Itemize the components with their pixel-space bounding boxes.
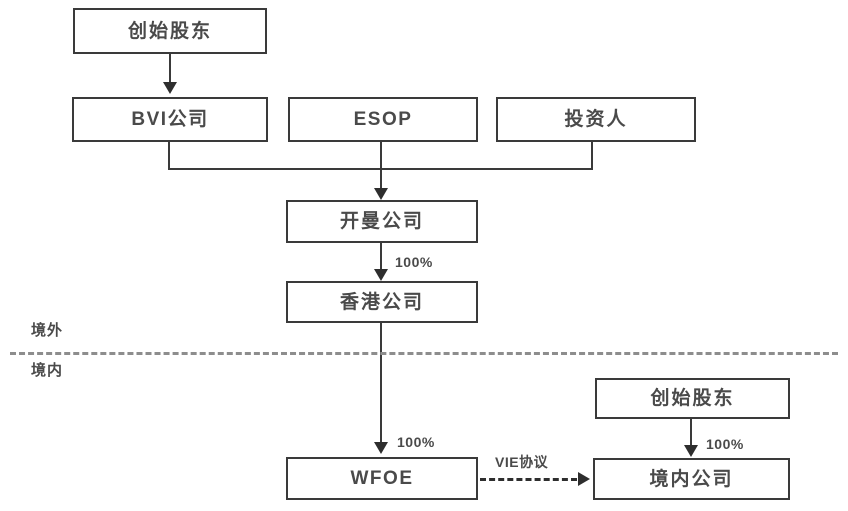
node-founder-bottom-label: 创始股东 xyxy=(650,388,735,409)
edge-label-vie-agreement: VIE协议 xyxy=(495,454,549,470)
node-hongkong-label: 香港公司 xyxy=(339,291,424,313)
node-bvi-label: BVI公司 xyxy=(131,109,209,130)
arrowhead-founder-to-domestic xyxy=(684,445,698,457)
edge-esop-to-cayman xyxy=(380,142,382,192)
edge-label-cayman-to-hk: 100% xyxy=(395,254,433,270)
arrowhead-founder-to-bvi xyxy=(163,82,177,94)
node-domestic-label: 境内公司 xyxy=(649,468,734,490)
edge-investor-drop xyxy=(591,142,593,170)
edge-label-founder-to-domestic: 100% xyxy=(706,436,744,452)
edge-bvi-drop xyxy=(168,142,170,170)
edge-cayman-to-hk xyxy=(380,243,382,273)
arrowhead-hk-to-wfoe xyxy=(374,442,388,454)
node-bvi[interactable]: BVI公司 xyxy=(72,97,268,142)
node-cayman[interactable]: 开曼公司 xyxy=(286,200,478,243)
node-esop-label: ESOP xyxy=(353,109,413,130)
node-founder-bottom[interactable]: 创始股东 xyxy=(595,378,790,419)
edge-label-hk-to-wfoe: 100% xyxy=(397,434,435,450)
node-domestic[interactable]: 境内公司 xyxy=(593,458,790,500)
arrowhead-cayman-to-hk xyxy=(374,269,388,281)
edge-hk-to-wfoe xyxy=(380,323,382,445)
node-founder-top-label: 创始股东 xyxy=(127,20,212,42)
node-hongkong[interactable]: 香港公司 xyxy=(286,281,478,323)
region-label-offshore: 境外 xyxy=(31,322,64,339)
node-wfoe[interactable]: WFOE xyxy=(286,457,478,500)
arrowhead-to-cayman xyxy=(374,188,388,200)
node-founder-top[interactable]: 创始股东 xyxy=(73,8,267,54)
node-esop[interactable]: ESOP xyxy=(288,97,478,142)
node-investor[interactable]: 投资人 xyxy=(496,97,696,142)
node-investor-label: 投资人 xyxy=(564,109,628,130)
region-label-onshore: 境内 xyxy=(31,362,64,379)
edge-founder-to-domestic xyxy=(690,419,692,449)
edge-wfoe-to-domestic xyxy=(480,478,577,481)
node-cayman-label: 开曼公司 xyxy=(339,211,424,232)
arrowhead-wfoe-to-domestic xyxy=(578,472,590,486)
onshore-offshore-divider xyxy=(10,352,838,355)
node-wfoe-label: WFOE xyxy=(350,468,414,489)
edge-founder-to-bvi xyxy=(169,54,171,86)
